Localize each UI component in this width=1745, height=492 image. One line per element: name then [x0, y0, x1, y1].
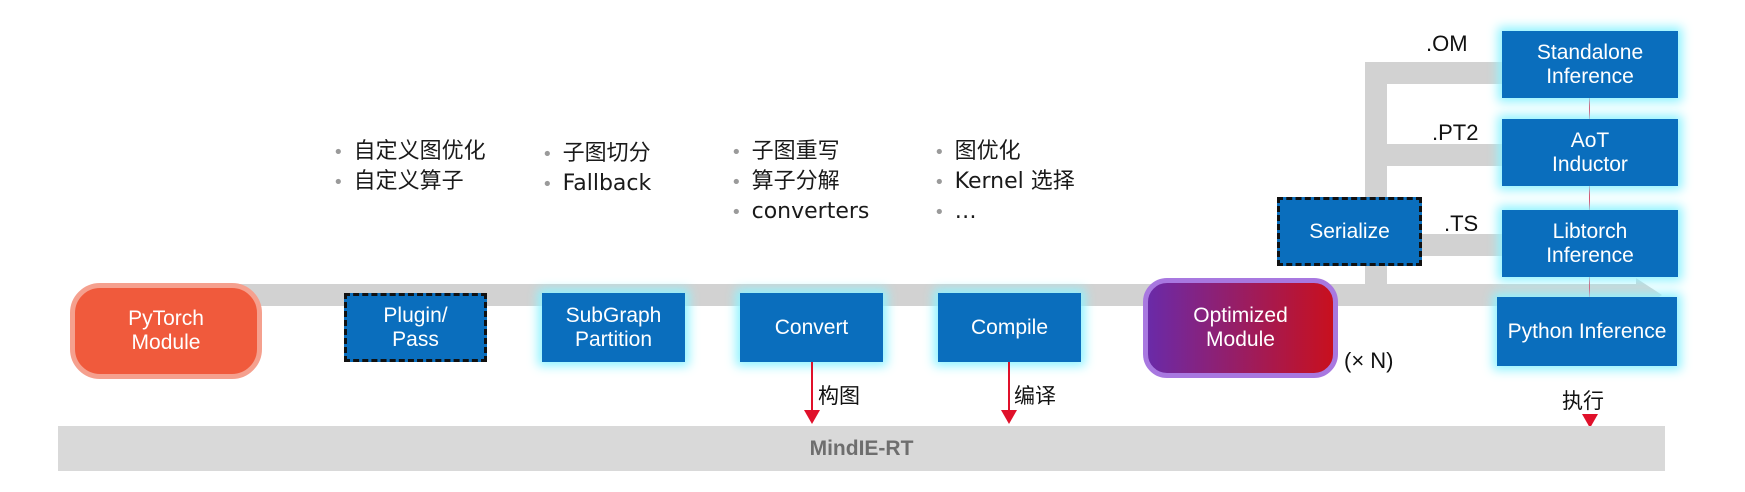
compile-down-arrow [1008, 362, 1010, 412]
python-inference-node: Python Inference [1497, 297, 1677, 366]
plugin-notes: 自定义图优化 自定义算子 [333, 137, 486, 197]
execute-down-arrowhead [1582, 414, 1598, 428]
plugin-note-item: 自定义图优化 [333, 137, 486, 167]
repeat-count-label: (× N) [1344, 348, 1394, 373]
compile-note-item: … [934, 197, 1075, 227]
libtorch-inference-node: Libtorch Inference [1502, 210, 1678, 277]
format-label-ts: .TS [1444, 211, 1479, 236]
convert-note-item: 子图重写 [731, 137, 869, 167]
convert-down-arrowhead [804, 410, 820, 424]
convert-note-item: 算子分解 [731, 167, 869, 197]
compile-node: Compile [938, 293, 1081, 362]
inference-connector-line [1589, 90, 1590, 305]
convert-notes: 子图重写 算子分解 converters [731, 137, 870, 227]
compile-notes: 图优化 Kernel 选择 … [934, 137, 1075, 227]
execute-arrow-label: 执行 [1562, 389, 1604, 413]
aot-inductor-node: AoT Inductor [1502, 119, 1678, 186]
convert-note-item: converters [731, 197, 870, 227]
subgraph-note-item: 子图切分 [542, 139, 651, 169]
compile-arrow-label: 编译 [1014, 384, 1056, 408]
mindie-rt-bar: MindIE-RT [58, 426, 1665, 471]
optimized-module-node: Optimized Module [1143, 278, 1338, 378]
plugin-pass-node: Plugin/ Pass [344, 293, 487, 362]
build-graph-label: 构图 [818, 384, 860, 408]
standalone-inference-node: Standalone Inference [1502, 31, 1678, 98]
subgraph-note-item: Fallback [542, 169, 652, 199]
convert-down-arrow [811, 362, 813, 412]
format-label-pt2: .PT2 [1432, 120, 1479, 145]
serialize-node: Serialize [1277, 197, 1422, 266]
subgraph-partition-node: SubGraph Partition [542, 293, 685, 362]
plugin-note-item: 自定义算子 [333, 167, 486, 197]
compile-note-item: 图优化 [934, 137, 1075, 167]
compile-down-arrowhead [1001, 410, 1017, 424]
pytorch-module-node: PyTorch Module [70, 283, 262, 379]
convert-node: Convert [740, 293, 883, 362]
mindie-rt-label: MindIE-RT [809, 436, 914, 460]
format-label-om: .OM [1426, 31, 1468, 56]
compile-note-item: Kernel 选择 [934, 167, 1075, 197]
subgraph-notes: 子图切分 Fallback [542, 139, 652, 199]
